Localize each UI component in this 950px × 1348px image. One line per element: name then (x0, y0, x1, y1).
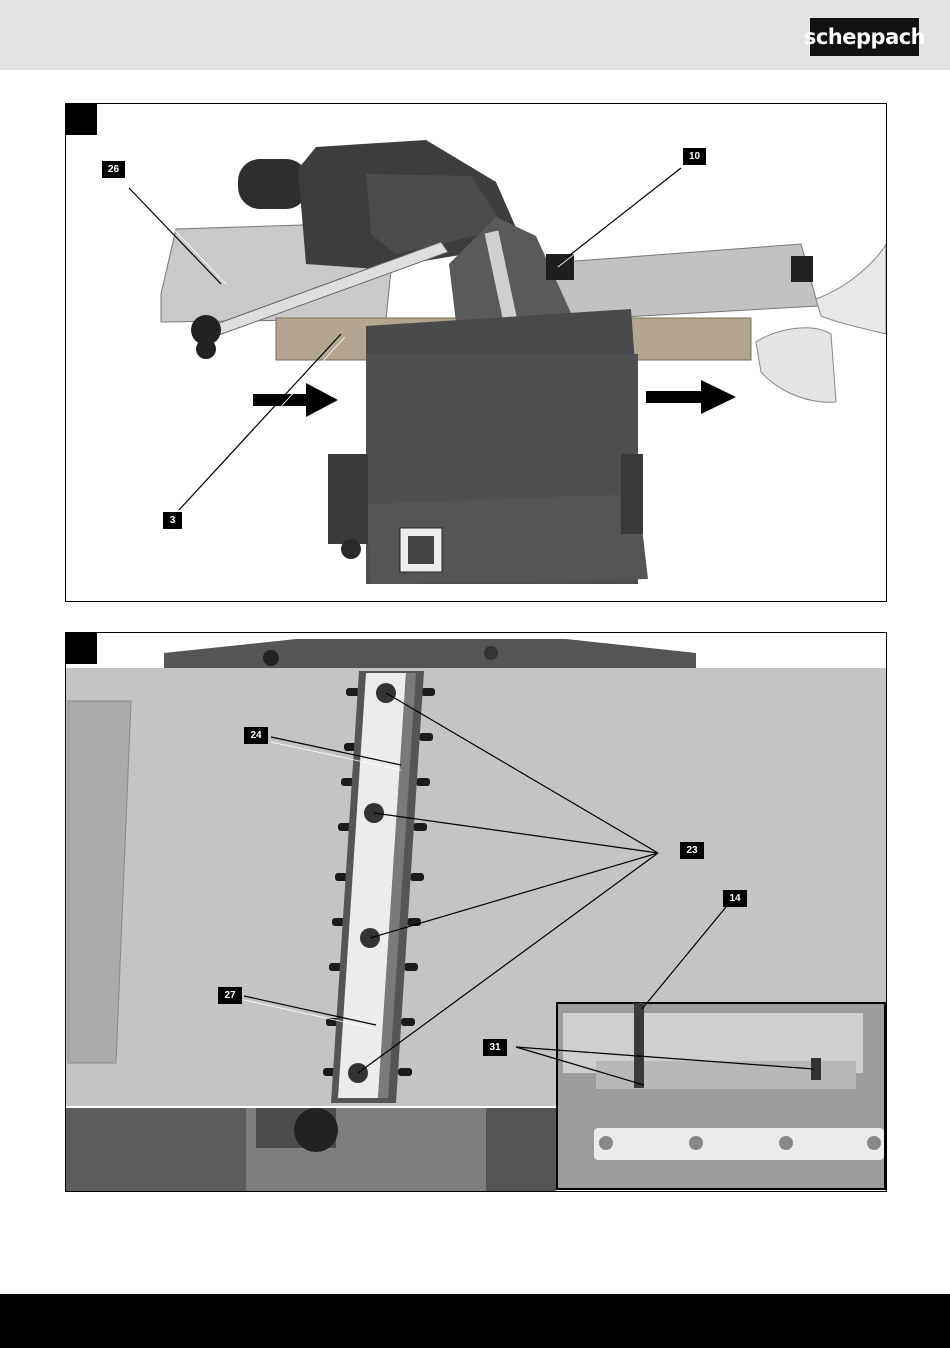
callout-24: 24 (244, 727, 268, 744)
figure-2-cutter-block-photo (66, 633, 886, 1191)
callout-10: 10 (683, 148, 706, 165)
figure-1-planer-photo (66, 104, 886, 601)
callout-26: 26 (102, 161, 125, 178)
callout-31: 31 (483, 1039, 507, 1056)
callout-23: 23 (680, 842, 704, 859)
brand-logo-text: scheppach (810, 18, 919, 56)
callout-3: 3 (163, 512, 182, 529)
footer-band (0, 1294, 950, 1348)
figure-2-frame: 24 23 14 27 31 (65, 632, 887, 1192)
callout-14: 14 (723, 890, 747, 907)
figure-1-frame: 26 10 3 (65, 103, 887, 602)
callout-27: 27 (218, 987, 242, 1004)
brand-logo: scheppach (810, 18, 919, 56)
